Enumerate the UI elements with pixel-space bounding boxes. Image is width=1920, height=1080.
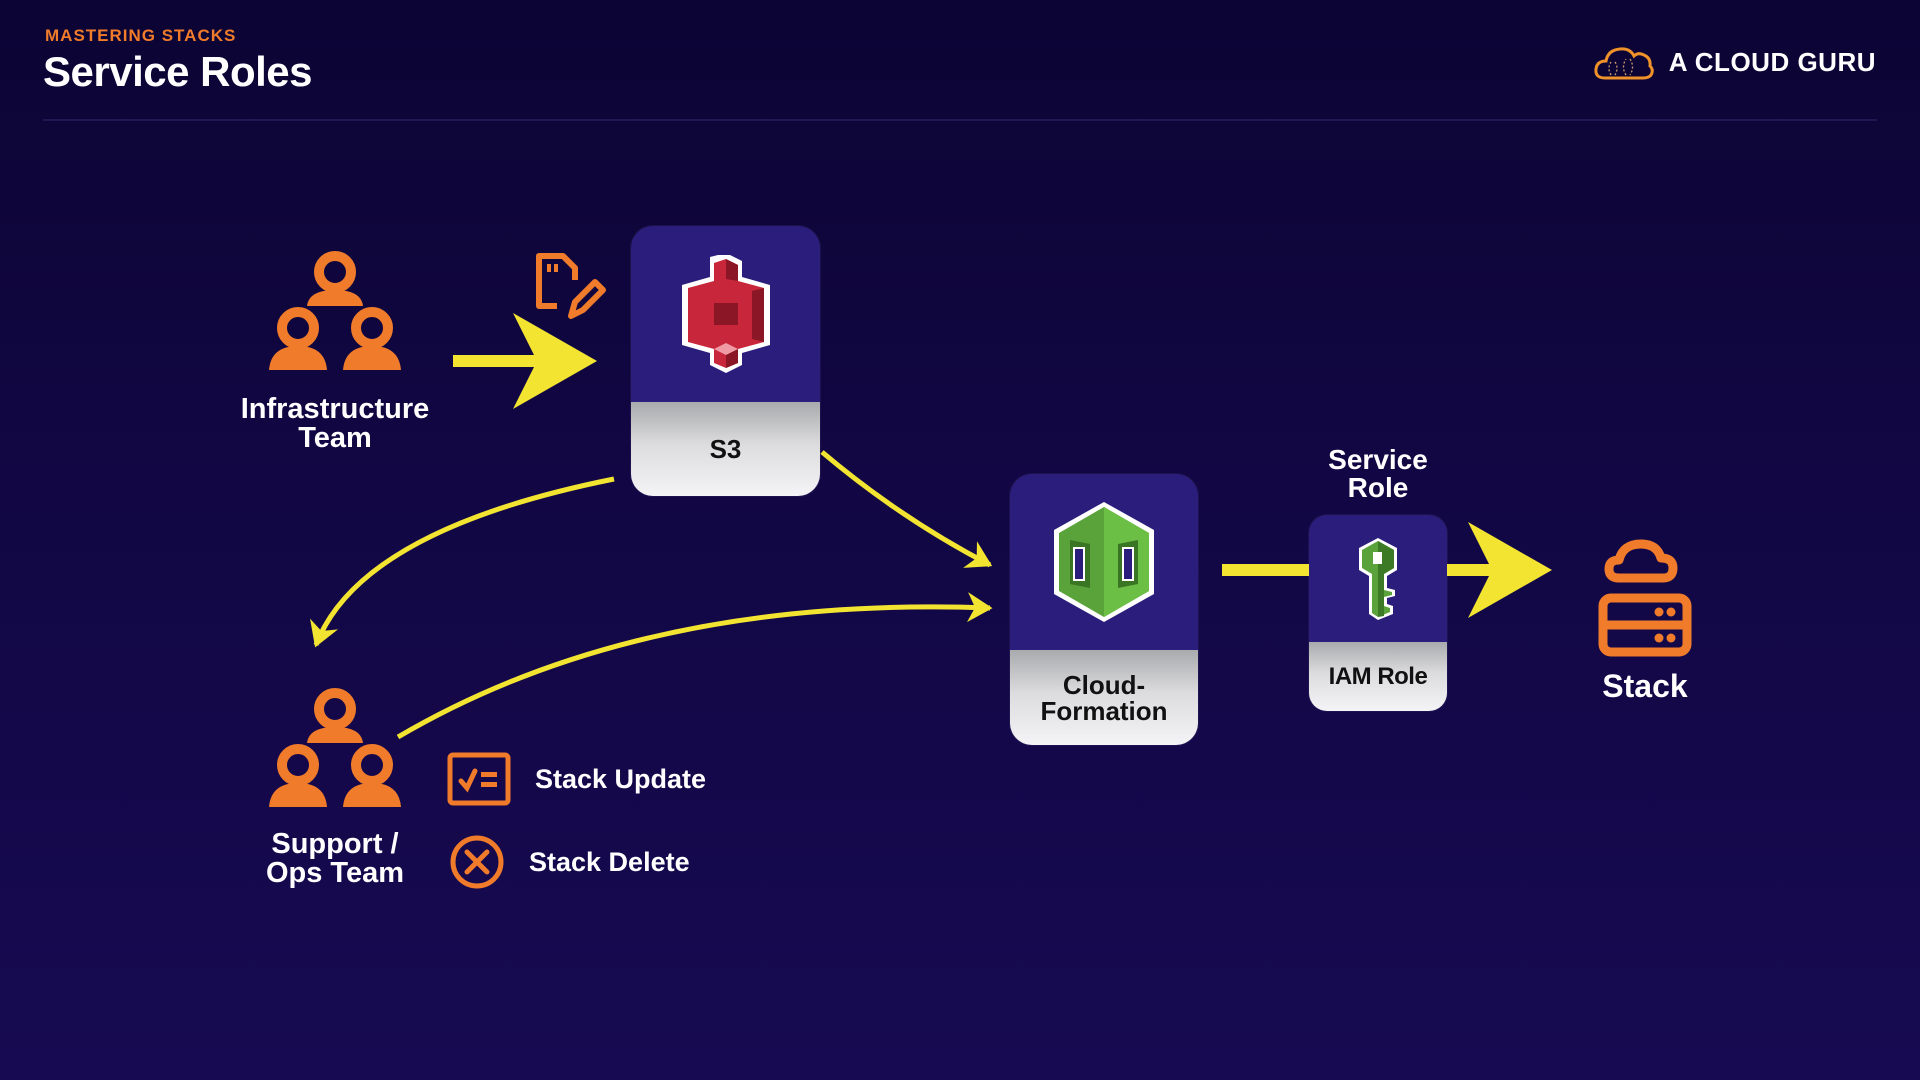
section-eyebrow: MASTERING STACKS [45, 26, 237, 45]
close-circle-icon [450, 835, 504, 889]
arrow-s3-to-cloudformation [820, 450, 993, 568]
cloud-logo-icon [1594, 47, 1654, 80]
service-role-caption-line2: Role [1347, 472, 1409, 503]
stack-node: Stack [1590, 532, 1700, 702]
template-edit-icon [536, 253, 606, 319]
arrow-s3-to-ops-team [310, 476, 615, 648]
ops-team-label-line2: Ops Team [265, 857, 405, 889]
arrow-ops-to-cloudformation [396, 592, 993, 740]
iam-key-icon [1359, 537, 1397, 620]
service-role-caption: Service Role [1300, 446, 1456, 502]
action-stack-delete: Stack Delete [449, 834, 690, 890]
brand-logo: A CLOUD GURU [1593, 42, 1876, 82]
cloudformation-label-line2: Formation [1040, 695, 1168, 726]
stack-update-label: Stack Update [535, 763, 707, 794]
stack-label: Stack [1602, 668, 1688, 704]
stack-delete-label: Stack Delete [529, 846, 690, 877]
infra-team-label-line2: Team [298, 422, 372, 454]
brand-name: A CLOUD GURU [1668, 46, 1876, 77]
action-stack-update: Stack Update [447, 752, 706, 806]
iam-role-card[interactable]: IAM Role [1309, 515, 1447, 711]
s3-card[interactable]: S3 [631, 226, 820, 496]
page-title: Service Roles [43, 48, 313, 95]
infrastructure-team-node: Infrastructure Team [225, 248, 445, 453]
cloudformation-icon [1054, 502, 1154, 622]
service-role-caption-line1: Service [1328, 444, 1428, 475]
infra-team-label-line1: Infrastructure [240, 393, 430, 425]
team-icon [269, 251, 401, 370]
iam-role-label: IAM Role [1309, 642, 1447, 711]
s3-bucket-icon [681, 255, 770, 373]
s3-label: S3 [631, 402, 820, 496]
ops-team-node: Support / Ops Team [225, 685, 445, 888]
checklist-icon [447, 752, 511, 806]
cloud-server-icon [1598, 539, 1692, 657]
cloudformation-label-line1: Cloud- [1062, 669, 1146, 700]
cloudformation-card[interactable]: Cloud- Formation [1010, 474, 1198, 745]
header-divider [43, 119, 1877, 121]
ops-team-label-line1: Support / [271, 828, 399, 860]
team-icon [269, 688, 401, 807]
